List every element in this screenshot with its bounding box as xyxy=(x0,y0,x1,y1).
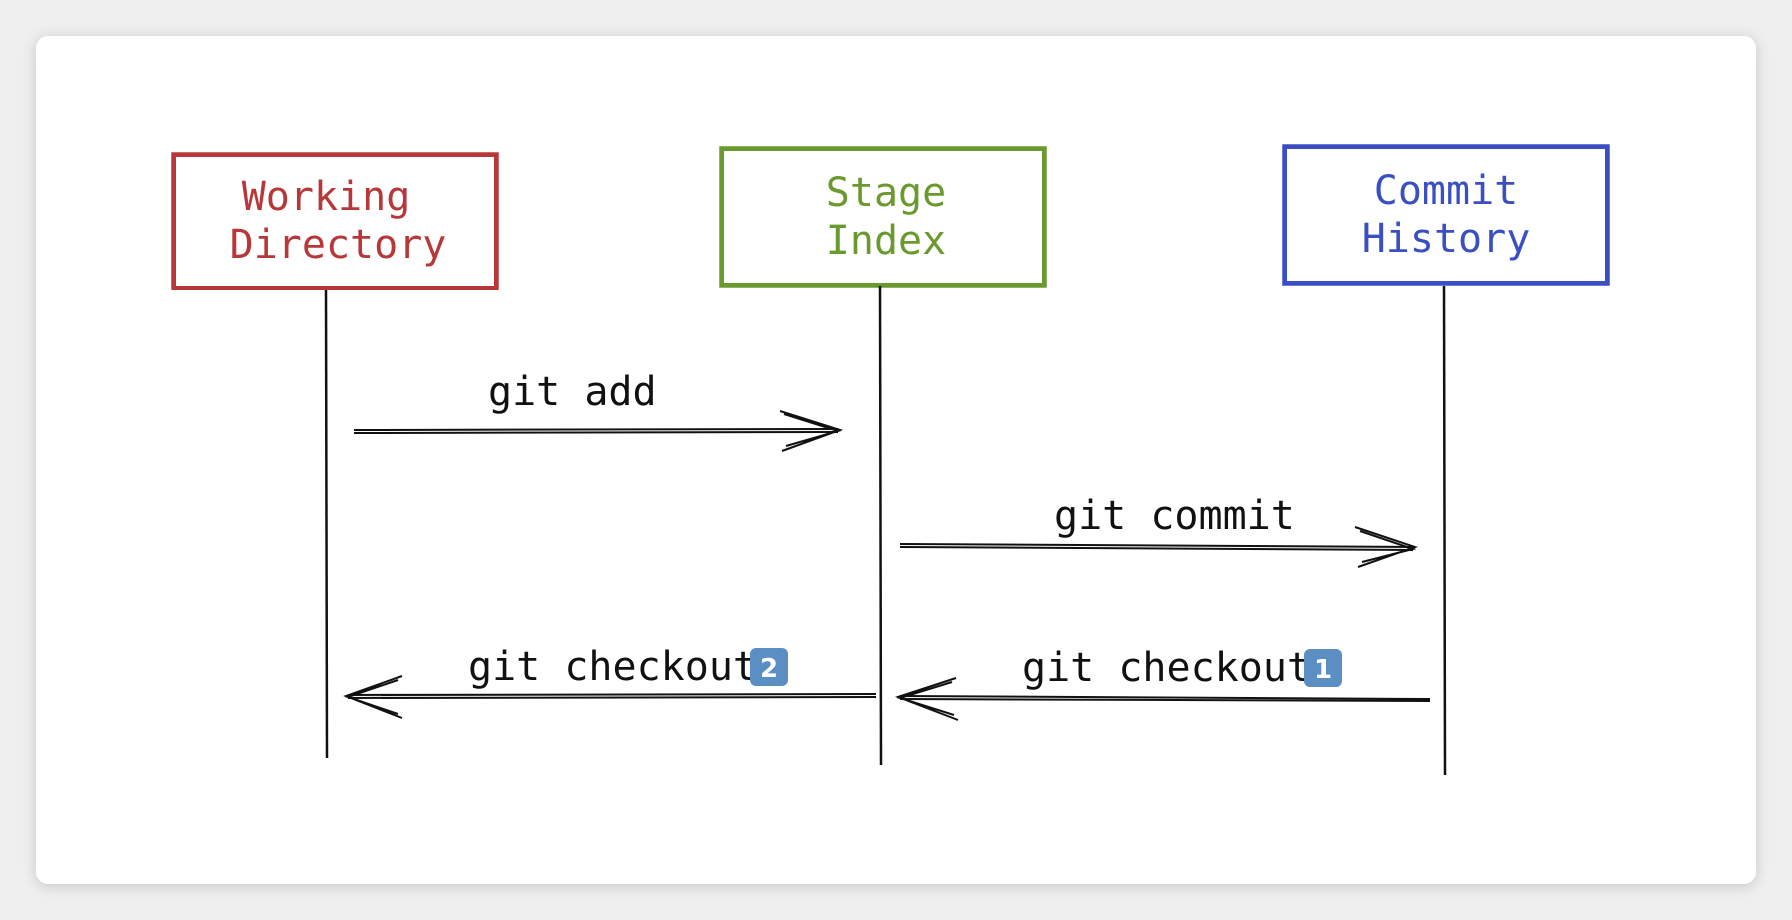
badge-2-icon: 2 xyxy=(750,648,788,686)
message-git-checkout-1: git checkout 1 xyxy=(895,645,1431,721)
lifeline-working-directory xyxy=(324,289,329,759)
arrow-shaft xyxy=(899,695,1431,702)
arrow-head xyxy=(895,677,959,721)
arrow-shaft xyxy=(353,428,839,434)
message-label: git checkout xyxy=(468,644,757,690)
lifeline-commit-history xyxy=(1442,285,1447,776)
participant-label-line2: Index xyxy=(826,218,946,264)
svg-text:2: 2 xyxy=(760,654,778,684)
lifeline-stage-index xyxy=(878,285,883,766)
participant-working-directory: Working Directory xyxy=(171,152,499,290)
participant-stage-index: Stage Index xyxy=(719,146,1047,288)
message-label: git commit xyxy=(1054,493,1295,539)
message-git-add: git add xyxy=(353,369,844,452)
message-git-checkout-2: git checkout 2 xyxy=(343,644,877,719)
participant-label-line2: Directory xyxy=(230,222,447,268)
arrow-shaft xyxy=(347,693,877,699)
message-label: git add xyxy=(488,369,657,415)
participant-label-line1: Stage xyxy=(826,170,946,216)
message-git-commit: git commit xyxy=(899,493,1419,568)
message-label: git checkout xyxy=(1022,645,1311,691)
participant-commit-history: Commit History xyxy=(1282,144,1610,286)
participant-label-line1: Commit xyxy=(1374,168,1519,214)
arrow-head xyxy=(343,675,403,719)
svg-text:1: 1 xyxy=(1314,655,1332,685)
lifelines xyxy=(324,285,1447,776)
participant-label-line1: Working xyxy=(242,174,411,220)
participant-label-line2: History xyxy=(1362,216,1531,262)
diagram-card xyxy=(36,36,1756,884)
badge-1-icon: 1 xyxy=(1304,649,1342,687)
arrow-head xyxy=(1354,526,1419,568)
arrow-shaft xyxy=(899,543,1414,551)
arrow-head xyxy=(779,410,844,452)
